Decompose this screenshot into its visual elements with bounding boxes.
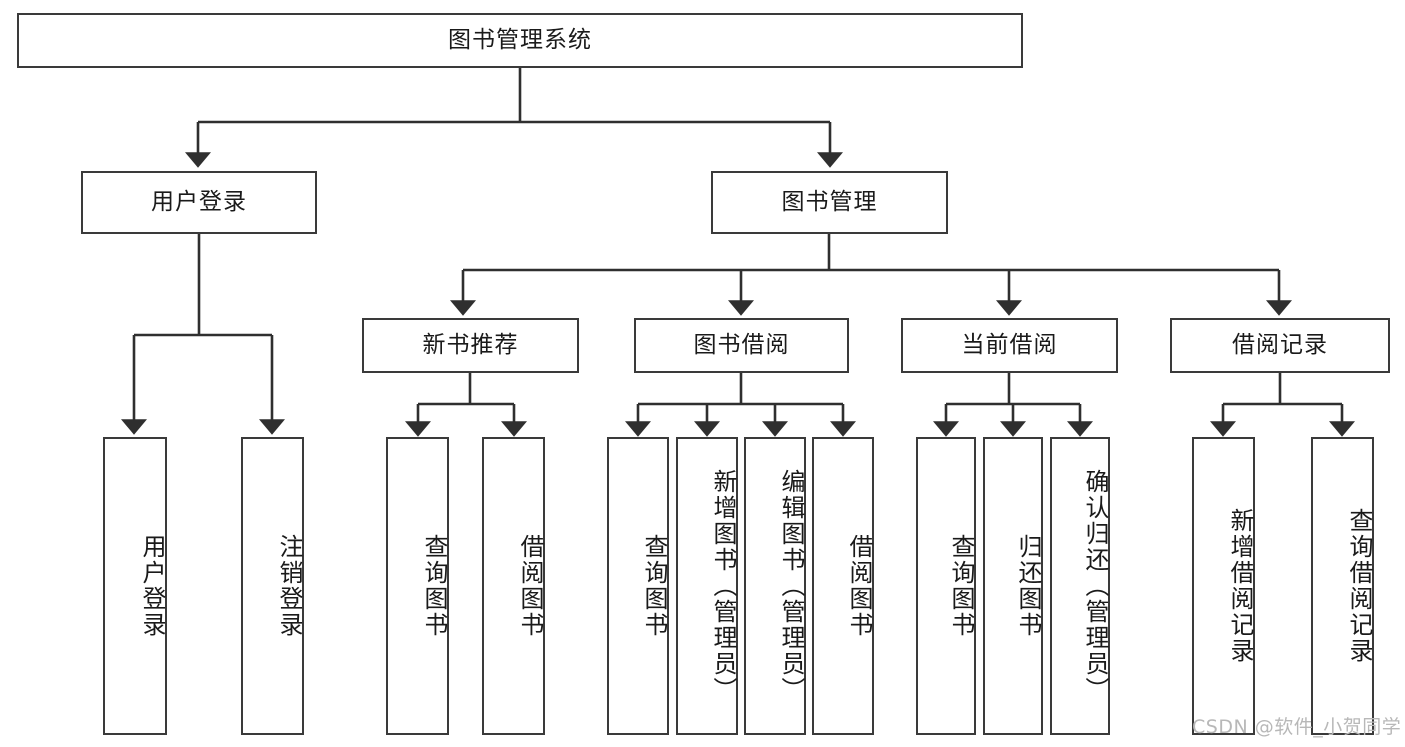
node-borrow-record[interactable]: 借阅记录 [1170, 318, 1390, 373]
leaf-logout[interactable]: 注销登录 [241, 437, 304, 735]
leaf-add-borrow-record-label: 新增借阅记录 [1226, 508, 1254, 664]
leaf-borrow-book[interactable]: 借阅图书 [812, 437, 874, 735]
leaf-return-book[interactable]: 归还图书 [983, 437, 1043, 735]
leaf-borrow-book-recommend-label: 借阅图书 [516, 534, 544, 638]
leaf-edit-book-admin[interactable]: 编辑图书（管理员） [744, 437, 806, 735]
node-root[interactable]: 图书管理系统 [17, 13, 1023, 68]
node-new-book-recommend[interactable]: 新书推荐 [362, 318, 579, 373]
node-new-book-recommend-label: 新书推荐 [422, 331, 519, 358]
node-book-management[interactable]: 图书管理 [711, 171, 948, 234]
leaf-query-book-recommend[interactable]: 查询图书 [386, 437, 449, 735]
leaf-query-book-current[interactable]: 查询图书 [916, 437, 976, 735]
leaf-query-book-recommend-label: 查询图书 [420, 534, 448, 638]
node-user-login-label: 用户登录 [151, 188, 247, 215]
leaf-add-book-admin[interactable]: 新增图书（管理员） [676, 437, 738, 735]
leaf-query-book-current-label: 查询图书 [947, 534, 975, 638]
node-book-management-label: 图书管理 [781, 188, 878, 215]
leaf-user-login-label: 用户登录 [138, 534, 166, 638]
node-current-borrow[interactable]: 当前借阅 [901, 318, 1118, 373]
leaf-borrow-book-label: 借阅图书 [845, 534, 873, 638]
leaf-query-borrow-record-label: 查询借阅记录 [1345, 508, 1373, 664]
leaf-logout-label: 注销登录 [275, 534, 303, 638]
node-user-login[interactable]: 用户登录 [81, 171, 317, 234]
leaf-confirm-return-admin[interactable]: 确认归还（管理员） [1050, 437, 1110, 735]
node-current-borrow-label: 当前借阅 [961, 331, 1058, 358]
node-root-label: 图书管理系统 [448, 26, 592, 53]
node-book-borrow[interactable]: 图书借阅 [634, 318, 849, 373]
leaf-return-book-label: 归还图书 [1014, 534, 1042, 638]
leaf-user-login[interactable]: 用户登录 [103, 437, 167, 735]
leaf-query-book-borrow[interactable]: 查询图书 [607, 437, 669, 735]
csdn-watermark: CSDN @软件_小贺同学 [1192, 716, 1402, 738]
leaf-query-book-borrow-label: 查询图书 [640, 534, 668, 638]
leaf-borrow-book-recommend[interactable]: 借阅图书 [482, 437, 545, 735]
node-book-borrow-label: 图书借阅 [693, 331, 790, 358]
leaf-query-borrow-record[interactable]: 查询借阅记录 [1311, 437, 1374, 735]
leaf-confirm-return-admin-label: 确认归还（管理员） [1081, 469, 1109, 703]
node-borrow-record-label: 借阅记录 [1232, 331, 1328, 358]
leaf-edit-book-admin-label: 编辑图书（管理员） [777, 469, 805, 703]
leaf-add-book-admin-label: 新增图书（管理员） [709, 469, 737, 703]
leaf-add-borrow-record[interactable]: 新增借阅记录 [1192, 437, 1255, 735]
